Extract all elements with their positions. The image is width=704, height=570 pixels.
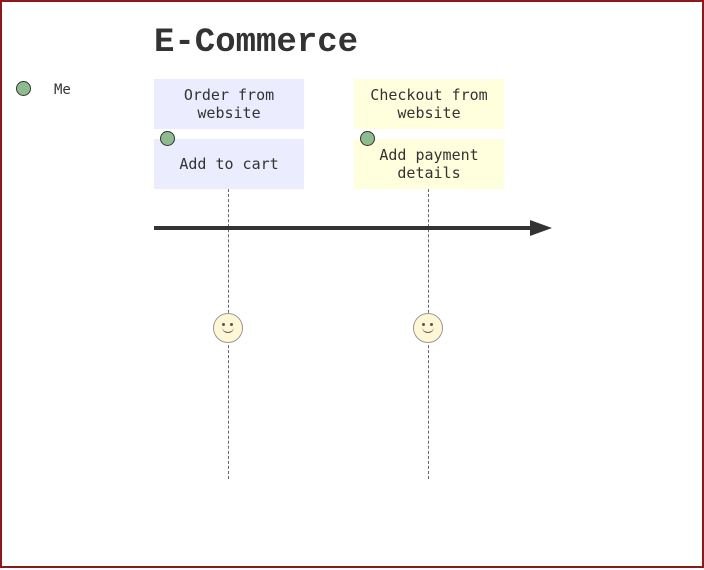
smiley-icon bbox=[413, 313, 443, 343]
smiley-icon bbox=[213, 313, 243, 343]
actor-legend-dot bbox=[16, 81, 31, 96]
task-actor-dot bbox=[160, 131, 175, 146]
task-add-to-cart: Add to cart bbox=[154, 139, 304, 189]
diagram-title: E-Commerce bbox=[154, 24, 359, 62]
section-checkout-from-website: Checkout from website bbox=[354, 79, 504, 129]
actor-legend-label: Me bbox=[54, 82, 71, 98]
task-actor-dot bbox=[360, 131, 375, 146]
task-add-payment-details: Add payment details bbox=[354, 139, 504, 189]
timeline-arrowhead bbox=[530, 220, 552, 236]
section-order-from-website: Order from website bbox=[154, 79, 304, 129]
